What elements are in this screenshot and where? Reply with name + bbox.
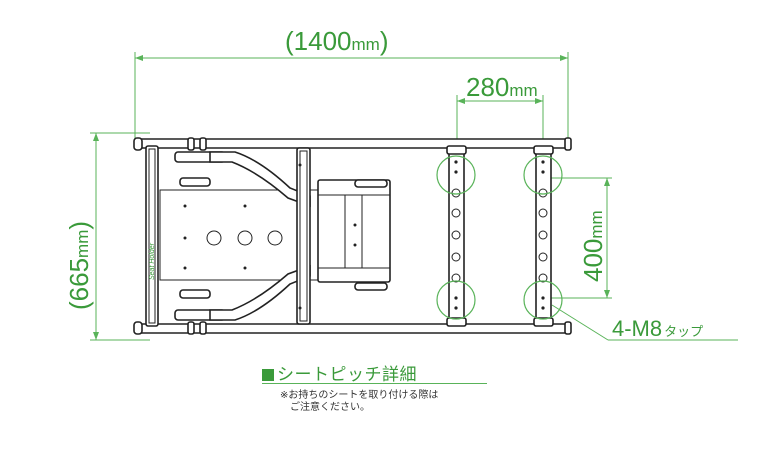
brand-mark: Seat Holder <box>149 242 156 280</box>
dimension-400-label: 400mm <box>578 210 608 282</box>
dimension-665: (665mm) <box>64 132 150 341</box>
dimension-665-label: (665mm) <box>64 221 94 310</box>
caption-title-text: シートピッチ詳細 <box>277 365 417 385</box>
square-bullet-icon <box>262 369 274 381</box>
rig-frame: Seat Holder <box>133 137 572 335</box>
dimension-400: 400mm <box>550 177 612 299</box>
caption-note-line-2: ご注意ください。 <box>290 402 370 413</box>
caption-underline <box>262 383 487 384</box>
caption-title: シートピッチ詳細 <box>262 360 502 385</box>
caption-note: ※お持ちのシートを取り付ける際は ご注意ください。 <box>280 390 438 414</box>
dimension-280: 280mm <box>456 72 544 160</box>
dimension-1400: (1400mm) <box>134 26 569 140</box>
dimension-1400-label: (1400mm) <box>285 26 389 56</box>
caption-note-line-1: ※お持ちのシートを取り付ける際は <box>280 390 439 401</box>
dimension-280-label: 280mm <box>466 72 538 102</box>
